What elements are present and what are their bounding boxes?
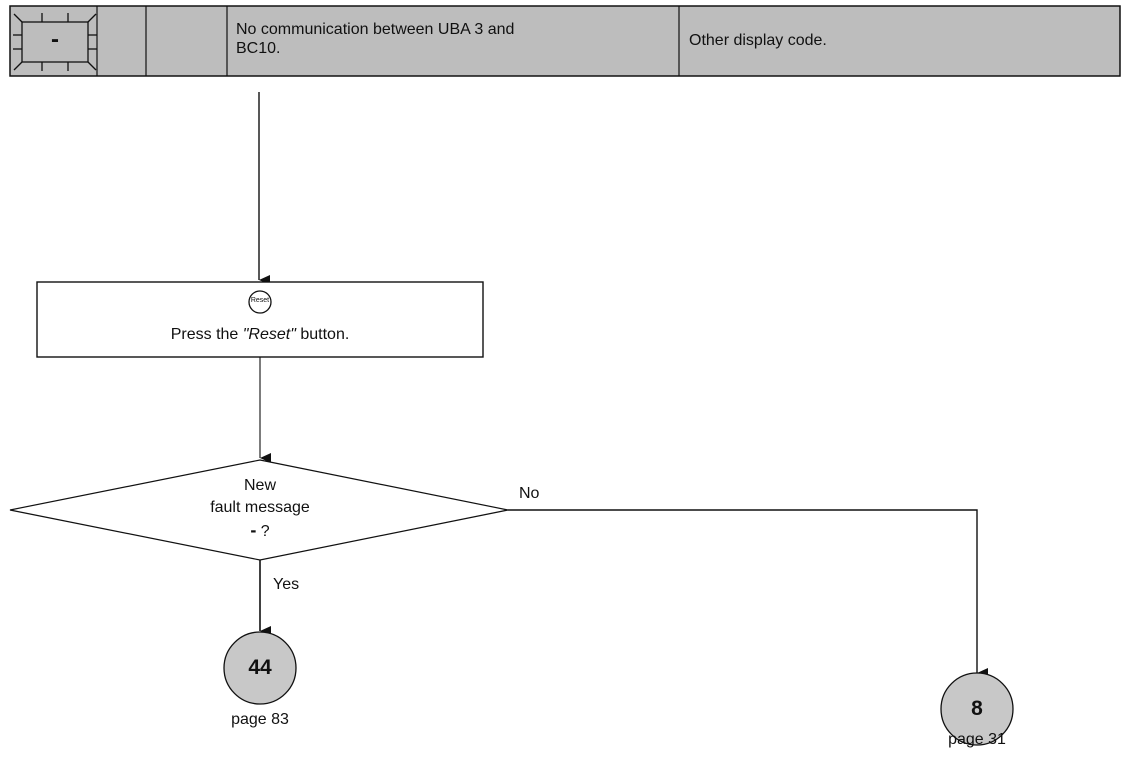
decision-line-3: - ? [160,519,360,543]
connector-page-ref-44: page 83 [231,711,289,728]
remark-text: Other display code. [689,32,827,49]
action-text-before: Press the [170,326,243,343]
action-text-after: button. [295,326,350,343]
header-table-row: - [9,5,1121,77]
decision-line-2: fault message [210,499,310,516]
action-text-quoted: "Reset" [242,326,296,343]
decision-text: New fault message - ? [160,475,360,543]
connector-page-ref-8: page 31 [948,731,1006,748]
branch-no-label: No [519,485,540,502]
arrow-no [508,509,988,678]
connector-circle-8 [940,672,1014,746]
decision-question-mark: ? [260,523,270,540]
header-row-background [9,5,1121,77]
connector-number-44: 44 [248,656,272,679]
connector-circle-44 [223,631,297,705]
flashing-display-icon [13,13,97,71]
connector-number-8: 8 [971,697,983,720]
cause-line-2: BC10. [236,40,281,57]
display-code-text: - [51,26,59,53]
cause-line-1: No communication between UBA 3 and [236,21,515,38]
action-text: Press the "Reset" button. [37,326,483,344]
reset-button-icon [248,290,272,314]
decision-code: - [250,520,257,540]
branch-yes-label: Yes [273,576,300,593]
decision-line-1: New [243,477,276,494]
cause-text: No communication between UBA 3 and BC10. [236,20,666,58]
reset-icon-label: Reset [250,297,270,304]
